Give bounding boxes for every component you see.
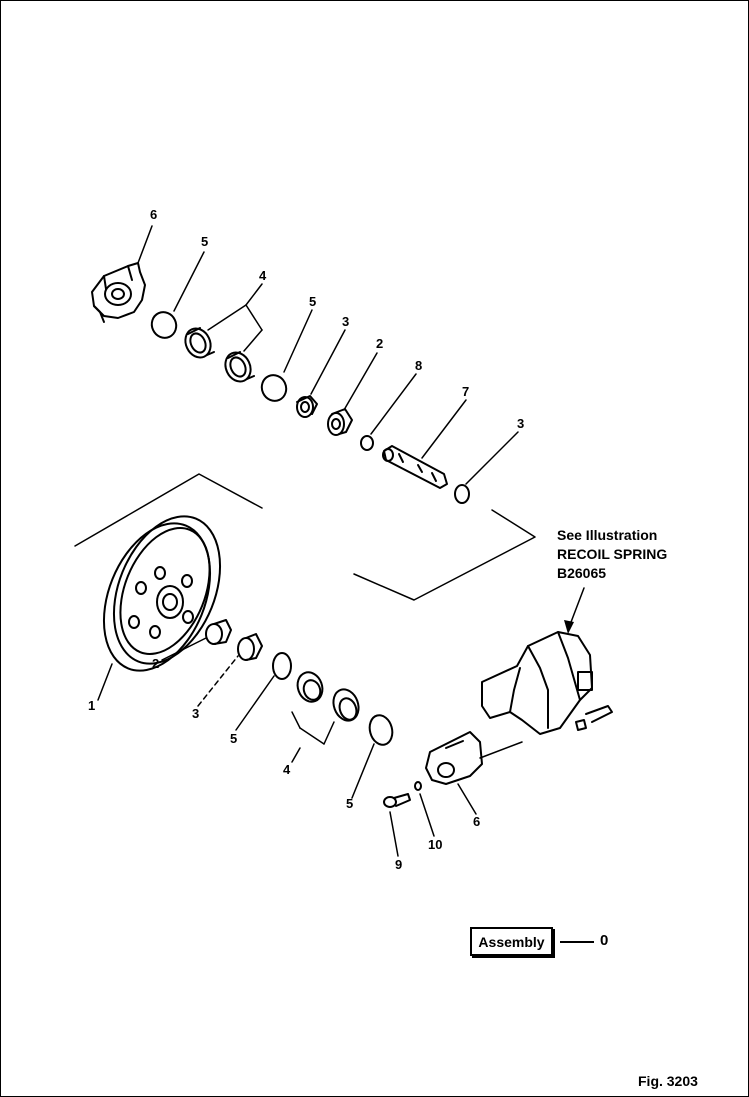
label-1: 1 (88, 698, 95, 713)
bearing-part-4-lower-a (296, 671, 324, 703)
label-6-bottom: 6 (473, 814, 480, 829)
note-line-1: See Illustration (557, 527, 658, 543)
label-6-top: 6 (150, 207, 157, 222)
idler-wheel-part-1 (102, 515, 222, 672)
o-ring-part-8 (360, 435, 374, 451)
label-3-top: 3 (342, 314, 349, 329)
note-line-2: RECOIL SPRING (557, 546, 668, 562)
recoil-spring-housing (481, 631, 613, 735)
bolt-part-9 (383, 793, 411, 808)
label-4-top: 4 (259, 268, 267, 283)
label-5-bottom-b: 5 (346, 796, 353, 811)
label-7-top: 7 (462, 384, 469, 399)
washer-part-10 (414, 781, 422, 791)
bearing-part-4b (224, 351, 255, 383)
bracket-part-6-lower (425, 731, 483, 785)
label-2-bottom: 2 (152, 656, 159, 671)
label-10: 10 (428, 837, 442, 852)
snap-ring-part-5a (150, 311, 178, 339)
leader-lines-upper (137, 225, 519, 485)
bracket-part-6-upper (91, 262, 146, 323)
snap-ring-part-5-lower-a (272, 652, 292, 680)
o-ring-part-3-right (454, 484, 470, 504)
figure-number: Fig. 3203 (638, 1073, 698, 1089)
label-2-top: 2 (376, 336, 383, 351)
bushing-part-2-lower (205, 619, 232, 645)
collar-part-3 (296, 395, 318, 418)
bearing-part-4a (184, 327, 215, 359)
label-3-top-right: 3 (517, 416, 524, 431)
assembly-dash (560, 941, 594, 943)
assembly-outline (74, 473, 536, 601)
arrowhead (564, 620, 574, 634)
snap-ring-part-5b (260, 374, 288, 402)
label-9: 9 (395, 857, 402, 872)
assembly-value: 0 (600, 932, 609, 949)
part-number-labels: 6 5 4 5 3 2 8 7 3 1 2 3 5 4 5 9 10 6 (88, 207, 524, 872)
leader-lines-lower (97, 587, 585, 857)
assembly-label-box: Assembly (470, 927, 553, 956)
note-line-3: B26065 (557, 565, 607, 581)
label-5-top-a: 5 (201, 234, 208, 249)
label-5-bottom-a: 5 (230, 731, 237, 746)
collar-part-3-lower (237, 633, 263, 661)
label-4-bottom: 4 (283, 762, 291, 777)
snap-ring-part-5-lower-b (368, 714, 394, 746)
label-3-bottom: 3 (192, 706, 199, 721)
cross-reference-note: See Illustration RECOIL SPRING B26065 (557, 526, 667, 583)
bushing-part-2 (327, 408, 353, 436)
shaft-part-7 (382, 445, 448, 489)
label-8-top: 8 (415, 358, 422, 373)
bearing-part-4-lower-b (332, 688, 360, 722)
label-5-top-b: 5 (309, 294, 316, 309)
